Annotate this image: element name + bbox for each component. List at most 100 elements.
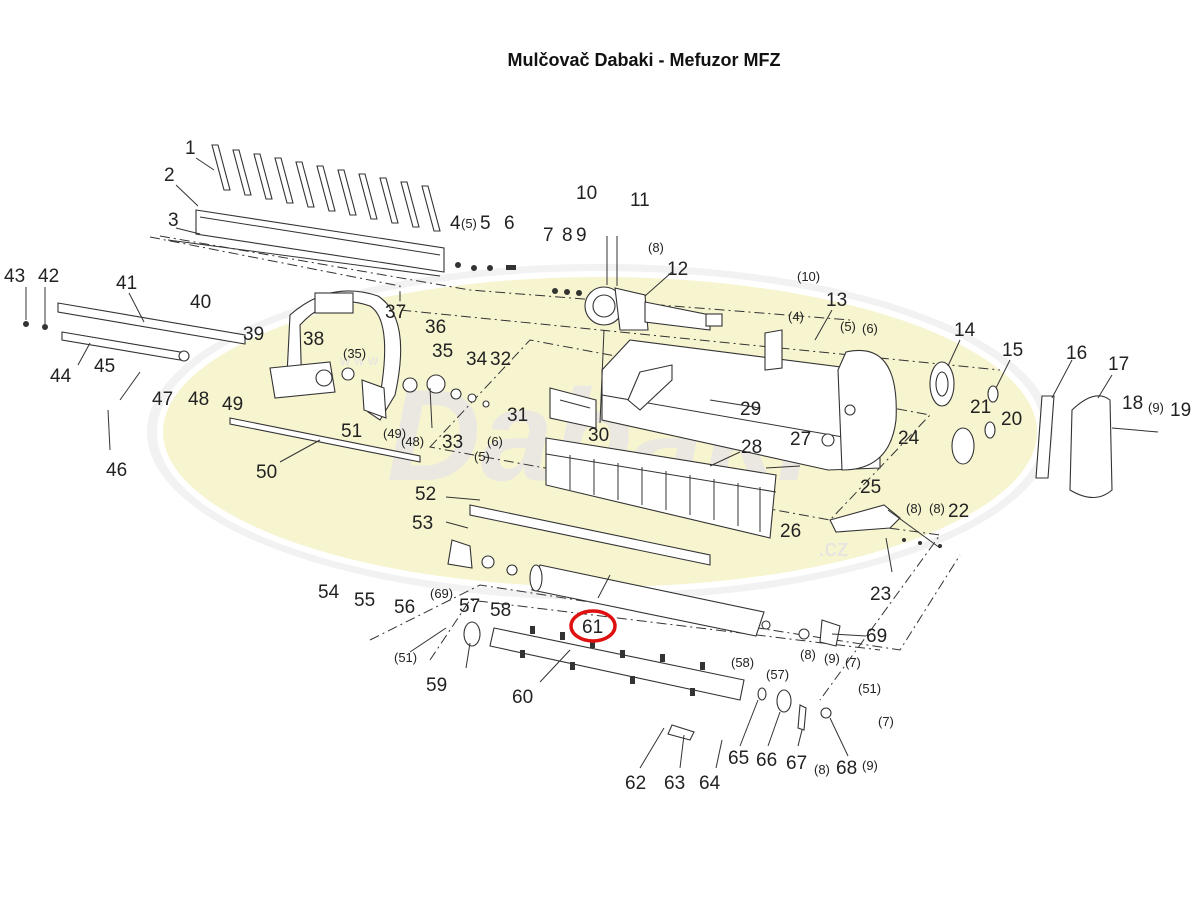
callout-label: (9) bbox=[1148, 400, 1164, 415]
callout-label: 18 bbox=[1122, 393, 1143, 414]
flail-knives bbox=[211, 144, 441, 232]
drive-pulleys bbox=[929, 361, 1159, 499]
callout-label: 60 bbox=[512, 687, 533, 708]
callout-label: 19 bbox=[1170, 400, 1191, 421]
callout-label: 50 bbox=[256, 462, 277, 483]
callout-label: 26 bbox=[780, 521, 801, 542]
callout-label: 41 bbox=[116, 273, 137, 294]
callout-label: 2 bbox=[164, 165, 175, 186]
callout-label: 5 bbox=[480, 213, 491, 234]
callout-label: 23 bbox=[870, 584, 891, 605]
callout-label: 47 bbox=[152, 389, 173, 410]
callout-label: 62 bbox=[625, 773, 646, 794]
callout-label: (7) bbox=[845, 655, 861, 670]
shafts-41-44 bbox=[23, 302, 246, 362]
callout-label: (8) bbox=[929, 501, 945, 516]
callout-label: 1 bbox=[185, 138, 196, 159]
callout-label: 13 bbox=[826, 290, 847, 311]
callout-label: 48 bbox=[188, 389, 209, 410]
callout-label: 31 bbox=[507, 405, 528, 426]
callout-label: 53 bbox=[412, 513, 433, 534]
callout-label: 8 bbox=[562, 225, 573, 246]
callout-label: 37 bbox=[385, 302, 406, 323]
callout-label: (5) bbox=[840, 319, 856, 334]
comb-28 bbox=[545, 437, 777, 539]
callout-label: 21 bbox=[970, 397, 991, 418]
watermark-prefix: w w w . bbox=[339, 352, 386, 368]
callout-label: 58 bbox=[490, 600, 511, 621]
callout-label: 25 bbox=[860, 477, 881, 498]
callout-label: (8) bbox=[906, 501, 922, 516]
diagram-title: Mulčovač Dabaki - Mefuzor MFZ bbox=[507, 50, 781, 70]
callout-label: 11 bbox=[630, 190, 650, 211]
callout-label: 55 bbox=[354, 590, 375, 611]
callout-label: 59 bbox=[426, 675, 447, 696]
callout-label: 44 bbox=[50, 366, 72, 387]
blade-bar bbox=[167, 209, 445, 277]
callout-label: 46 bbox=[106, 460, 127, 481]
callout-label: (6) bbox=[487, 434, 503, 449]
callout-label: (58) bbox=[731, 655, 754, 670]
bars-52-53 bbox=[469, 504, 711, 566]
skid-24 bbox=[829, 504, 942, 549]
callout-label: (9) bbox=[824, 651, 840, 666]
callout-label: (8) bbox=[814, 762, 830, 777]
hardware-4-6 bbox=[455, 262, 516, 271]
rotor-shaft bbox=[447, 539, 841, 647]
callout-labels: 1 2 3 4 (5) 5 6 7 8 9 10 11 (8) 12 (10) … bbox=[4, 138, 1191, 794]
highlight-circle bbox=[569, 609, 617, 643]
callout-label: 56 bbox=[394, 597, 415, 618]
callout-label: 61 bbox=[582, 617, 603, 638]
callout-label: (51) bbox=[858, 681, 881, 696]
callout-label: 6 bbox=[504, 213, 515, 234]
callout-label: 36 bbox=[425, 317, 446, 338]
callout-label: 38 bbox=[303, 329, 324, 350]
callout-label: 64 bbox=[699, 773, 721, 794]
callout-label: 69 bbox=[866, 626, 887, 647]
callout-label: 4 bbox=[450, 213, 461, 234]
callout-label: 32 bbox=[490, 349, 511, 370]
callout-label: 27 bbox=[790, 429, 811, 450]
hammer-rotor bbox=[463, 621, 832, 741]
callout-label: 52 bbox=[415, 484, 436, 505]
callout-label: 63 bbox=[664, 773, 685, 794]
callout-label: 10 bbox=[576, 183, 597, 204]
callout-label: (49) bbox=[383, 426, 406, 441]
callout-label: 17 bbox=[1108, 354, 1129, 375]
callout-label: 43 bbox=[4, 266, 25, 287]
dabaki-watermark: Dabaki .cz w w w . bbox=[147, 264, 1053, 600]
bracket-30 bbox=[549, 387, 597, 429]
callout-label: (57) bbox=[766, 667, 789, 682]
gearbox bbox=[552, 236, 723, 331]
callout-label: (7) bbox=[878, 714, 894, 729]
callout-label: 34 bbox=[466, 349, 488, 370]
callout-label: (9) bbox=[862, 758, 878, 773]
callout-label: 14 bbox=[954, 320, 976, 341]
callout-label: (35) bbox=[343, 346, 366, 361]
watermark-url: .cz bbox=[818, 535, 849, 562]
callout-label: 7 bbox=[543, 225, 554, 246]
callout-label: 30 bbox=[588, 425, 609, 446]
callout-label: 45 bbox=[94, 356, 115, 377]
callout-label: 12 bbox=[667, 259, 688, 280]
callout-label: (69) bbox=[430, 586, 453, 601]
callout-label: 40 bbox=[190, 292, 211, 313]
callout-label: 29 bbox=[740, 399, 761, 420]
callout-label: 65 bbox=[728, 748, 749, 769]
callout-label: 24 bbox=[898, 428, 920, 449]
rod-50 bbox=[229, 417, 421, 463]
callout-label: (48) bbox=[401, 434, 424, 449]
callout-label: 3 bbox=[168, 210, 179, 231]
callout-label: 57 bbox=[459, 596, 480, 617]
callout-label: 33 bbox=[442, 432, 463, 453]
callout-label: (5) bbox=[474, 449, 490, 464]
callout-label: 9 bbox=[576, 225, 587, 246]
callout-label: (10) bbox=[797, 269, 820, 284]
callout-label: 22 bbox=[948, 501, 969, 522]
callout-label: 67 bbox=[786, 753, 807, 774]
callout-label: 54 bbox=[318, 582, 340, 603]
callout-label: 49 bbox=[222, 394, 243, 415]
leader-lines bbox=[25, 157, 1113, 769]
callout-label: 51 bbox=[341, 421, 362, 442]
